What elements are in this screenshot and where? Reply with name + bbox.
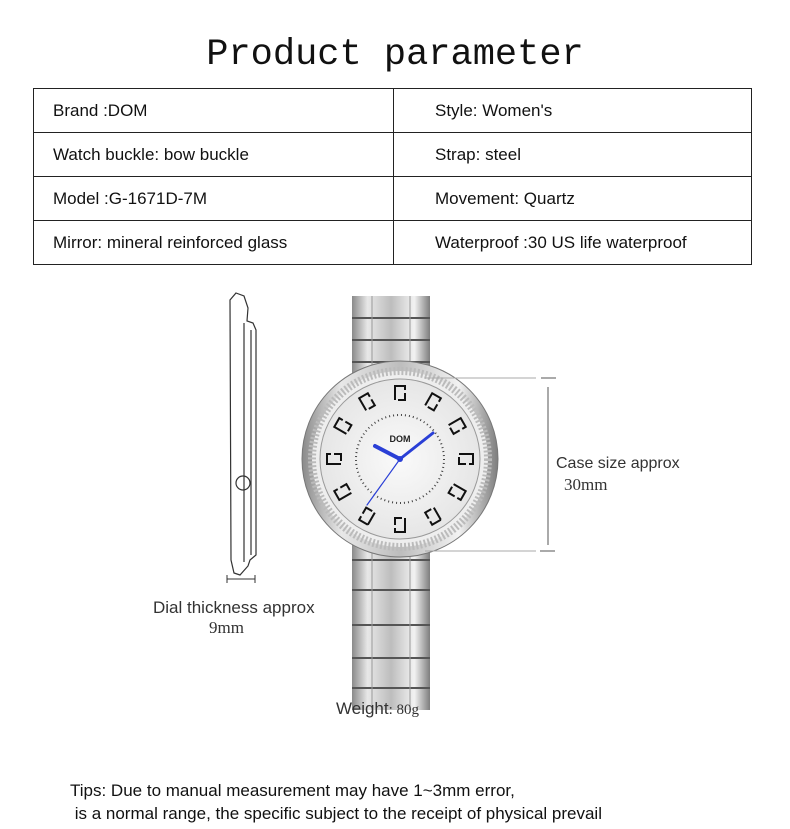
param-brand: Brand :DOM [33, 88, 394, 133]
tips-line-1: Tips: Due to manual measurement may have… [70, 781, 515, 800]
hour-marker [423, 391, 443, 412]
hour-marker [458, 453, 474, 465]
param-buckle: Watch buckle: bow buckle [33, 132, 394, 177]
page-title: Product parameter [206, 34, 584, 76]
brand-logo: DOM [390, 434, 411, 444]
weight: Weight: 80g [336, 699, 419, 719]
hour-marker [447, 416, 468, 436]
side-profile-drawing [229, 292, 257, 576]
tips-line-2: is a normal range, the specific subject … [70, 804, 602, 823]
case-size-label: Case size approx [556, 455, 680, 472]
roman-numerals [326, 385, 474, 533]
thickness-value: 9mm [209, 618, 244, 637]
case-dimension-line [425, 377, 556, 552]
thickness-dimension-line [226, 575, 256, 583]
table-row: Brand :DOM Style: Women's [33, 88, 752, 133]
case-size-value: 30mm [564, 475, 608, 494]
hour-marker [332, 482, 353, 502]
thickness-label: Dial thickness approx [153, 598, 315, 617]
hour-marker [326, 453, 342, 465]
hour-marker [447, 482, 468, 502]
hour-marker [394, 385, 406, 401]
param-movement: Movement: Quartz [393, 176, 752, 221]
parameter-table: Brand :DOM Style: Women's Watch buckle: … [33, 88, 752, 265]
watch-case: DOM [301, 360, 499, 558]
tips-note: Tips: Due to manual measurement may have… [70, 779, 602, 825]
table-row: Model :G-1671D-7M Movement: Quartz [33, 176, 752, 221]
hour-marker [394, 517, 406, 533]
param-style: Style: Women's [393, 88, 752, 133]
table-row: Mirror: mineral reinforced glass Waterpr… [33, 220, 752, 265]
watch-hands [366, 431, 435, 506]
weight-value: : 80g [388, 702, 420, 718]
weight-label: Weight [336, 699, 389, 718]
param-mirror: Mirror: mineral reinforced glass [33, 220, 394, 265]
param-waterproof: Waterproof :30 US life waterproof [393, 220, 752, 265]
hour-marker [357, 391, 377, 412]
hour-marker [332, 416, 353, 436]
param-model: Model :G-1671D-7M [33, 176, 394, 221]
